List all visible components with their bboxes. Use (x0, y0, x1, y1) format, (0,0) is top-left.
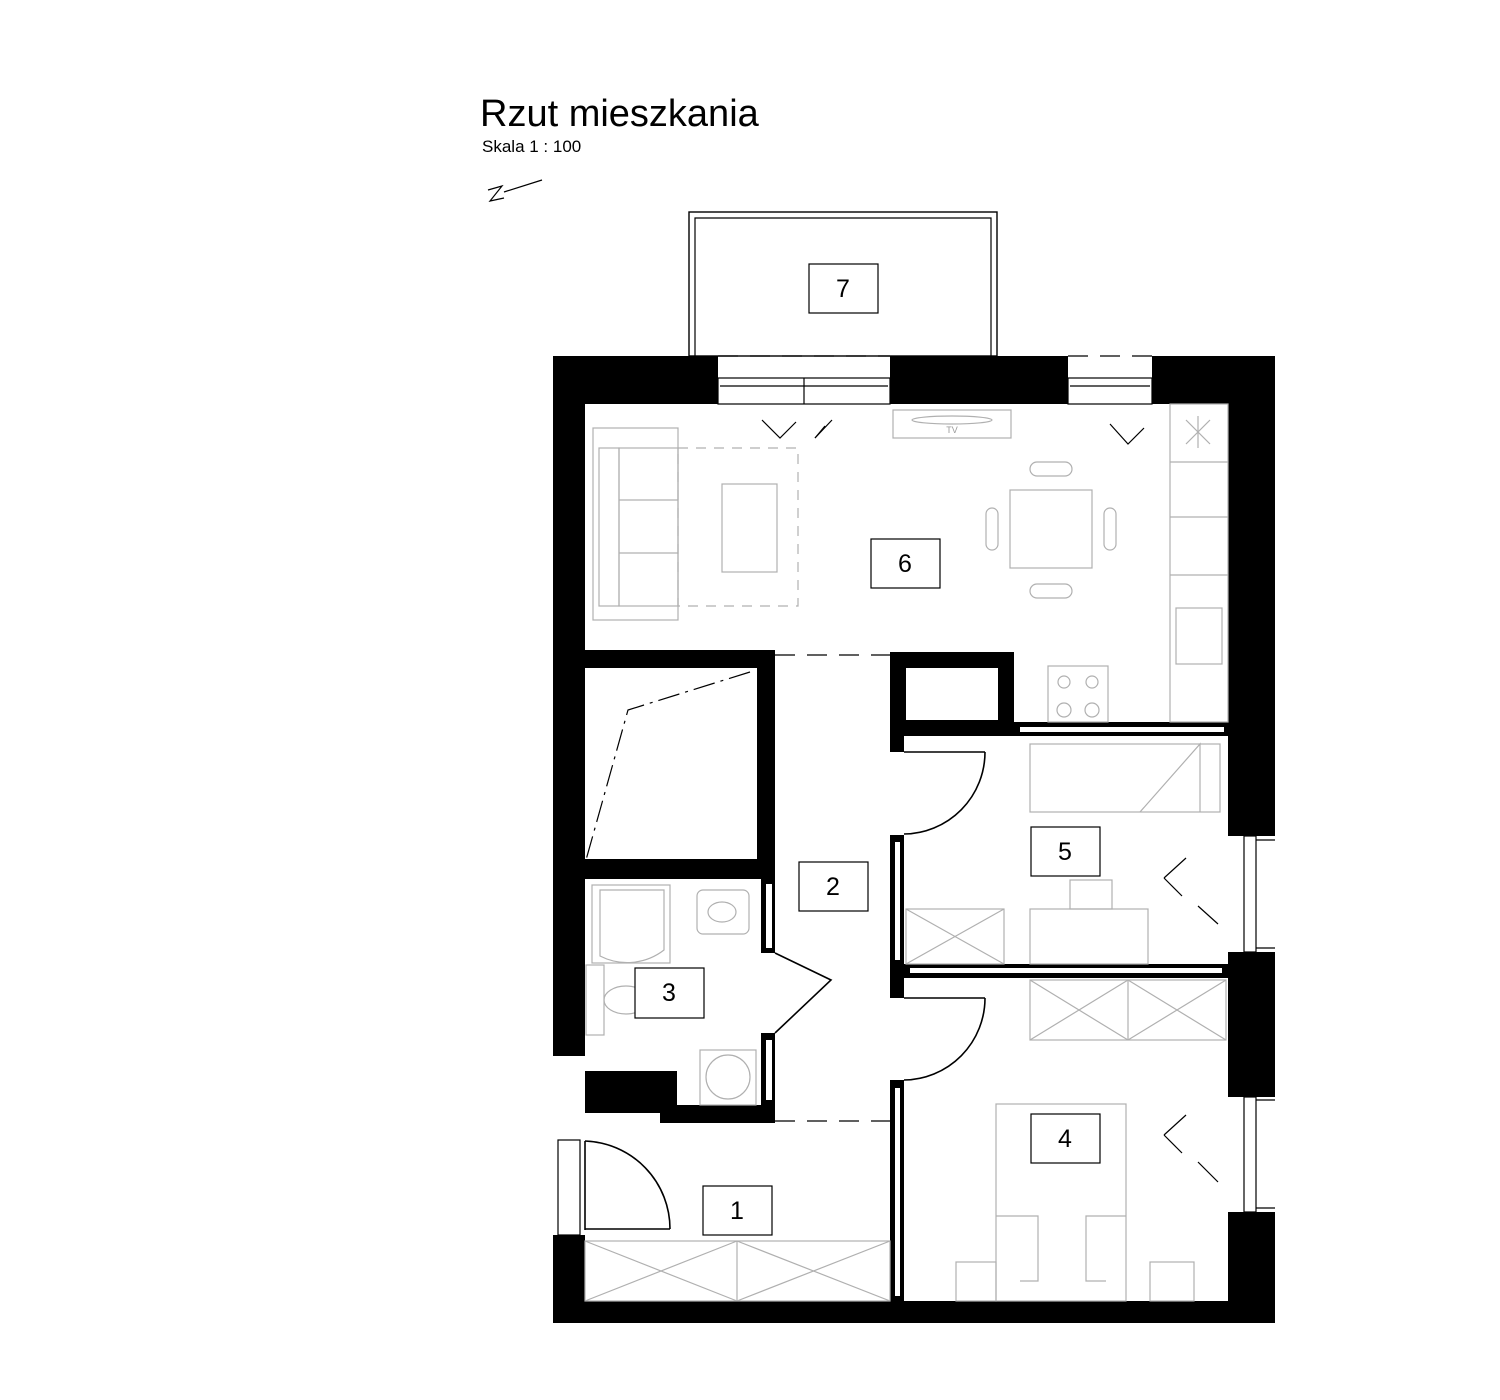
room-label-7: 7 (808, 263, 879, 314)
coffee-table (721, 483, 778, 573)
page-title: Rzut mieszkania (480, 93, 760, 135)
room-label-3: 3 (634, 967, 705, 1019)
sofa (592, 427, 679, 621)
door-bathroom (774, 952, 833, 1034)
svg-text:3: 3 (662, 979, 676, 1007)
room-label-2: 2 (798, 861, 869, 912)
balcony-outline (688, 211, 998, 357)
entrance-door (557, 1139, 671, 1236)
north-arrow-icon (487, 179, 543, 202)
rug (677, 447, 799, 607)
shower-icon (591, 884, 671, 964)
washing-machine-icon (699, 1049, 757, 1106)
scale-label: Skala 1 : 100 (482, 137, 581, 156)
room-label-4: 4 (1030, 1113, 1101, 1164)
room-label-1: 1 (702, 1185, 773, 1236)
door-room-5 (903, 751, 986, 835)
exterior-walls (553, 356, 1275, 1323)
kitchen-counter (1047, 403, 1229, 723)
bedroom-4-window (1243, 1096, 1275, 1213)
dining-set (985, 461, 1117, 599)
svg-text:7: 7 (836, 275, 850, 303)
tv-unit: TV (892, 409, 1012, 439)
bedroom-5-window (1243, 835, 1275, 953)
wardrobe-opening (585, 671, 751, 861)
washbasin-icon (696, 889, 750, 935)
svg-text:2: 2 (826, 873, 840, 901)
svg-text:4: 4 (1058, 1125, 1072, 1153)
svg-text:6: 6 (898, 550, 912, 578)
room-4-wardrobe (1029, 979, 1227, 1041)
door-room-4 (903, 997, 986, 1081)
window-swing-marks (761, 419, 1219, 1183)
svg-text:5: 5 (1058, 838, 1072, 866)
kitchen-window (1067, 355, 1153, 405)
zone-dividers (775, 654, 890, 1122)
svg-text:TV: TV (946, 425, 958, 435)
balcony-door-window (717, 355, 891, 405)
room-label-5: 5 (1030, 826, 1101, 877)
wall-hatching (766, 727, 1224, 1296)
svg-text:1: 1 (730, 1197, 744, 1225)
hall-wardrobe (584, 1240, 891, 1302)
bed (955, 1103, 1195, 1302)
fridge-icon (1185, 416, 1211, 448)
room-5-furniture (905, 742, 1221, 965)
room-label-6: 6 (870, 538, 941, 589)
